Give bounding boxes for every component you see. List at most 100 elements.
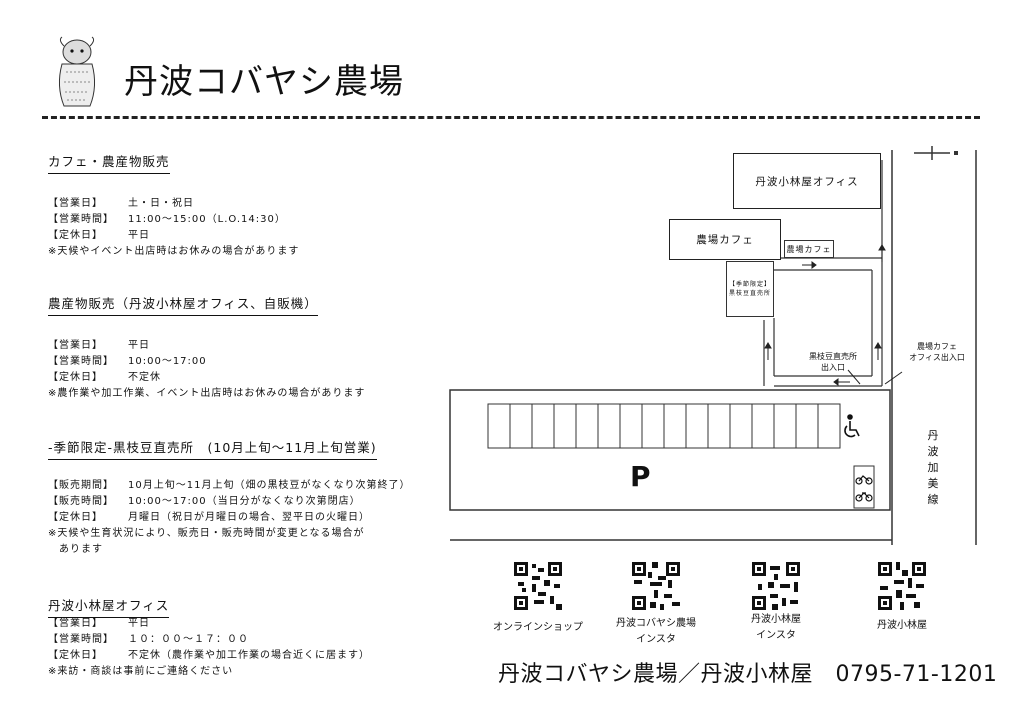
footer-contact: 丹波コバヤシ農場／丹波小林屋 0795-71-1201 xyxy=(498,662,998,687)
info-value: 11:00～15:00（L.O.14:30） xyxy=(128,214,286,225)
info-value: 10:00～17:00（当日分がなくなり次第閉店） xyxy=(128,496,361,507)
info-note: ※天候やイベント出店時はお休みの場合があります xyxy=(48,242,299,257)
info-value: 土・日・祝日 xyxy=(128,198,194,209)
info-value: 10:00～17:00 xyxy=(128,356,207,367)
dashed-divider xyxy=(42,116,980,119)
section-heading-office: 丹波小林屋オフィス xyxy=(48,595,170,618)
info-label: 【営業日】 xyxy=(48,340,103,351)
entrance-label-line2: 出入口 xyxy=(821,363,845,372)
info-value: 平日 xyxy=(128,340,150,351)
north-arrow-icon xyxy=(914,146,958,160)
edamame-label-line1: 【季節限定】 xyxy=(728,281,771,288)
wheelchair-icon xyxy=(844,414,860,438)
cafe-sign: 農場カフェ xyxy=(784,240,834,258)
info-value: ※農作業や加工作業、イベント出店時はお休みの場合があります xyxy=(48,388,366,399)
info-line: 【定休日】 平日 xyxy=(48,226,150,241)
heading-underline xyxy=(48,459,377,460)
heading-underline xyxy=(48,173,170,174)
cafe-label: 農場カフェ xyxy=(696,234,754,246)
info-value: ※天候やイベント出店時はお休みの場合があります xyxy=(48,246,300,257)
arrow-head xyxy=(833,378,839,386)
road-char: 美 xyxy=(927,477,939,490)
qr-caption: 丹波コバヤシ農場 インスタ xyxy=(606,616,706,648)
info-value: 10月上旬～11月上旬（畑の黒枝豆がなくなり次第終了） xyxy=(128,480,411,491)
cafe-entrance-line2: オフィス出入口 xyxy=(909,353,965,362)
bicycle-icon xyxy=(855,492,873,502)
info-line: 【定休日】 不定休（農作業や加工作業の場合近くに居ます） xyxy=(48,646,370,661)
section-heading-produce: 農産物販売（丹波小林屋オフィス、自販機） xyxy=(48,293,318,316)
qr-caption-line2: インスタ xyxy=(756,630,796,641)
pointer-line xyxy=(884,371,903,385)
heading-underline xyxy=(48,617,170,618)
road-char: 加 xyxy=(927,461,939,474)
info-label: 【営業時間】 xyxy=(48,214,114,225)
arrow-head xyxy=(878,244,886,251)
info-label: 【営業日】 xyxy=(48,198,103,209)
info-line: 【営業日】 土・日・祝日 xyxy=(48,194,194,209)
road-char: 丹 xyxy=(927,429,939,442)
qr-caption: 丹波小林屋 xyxy=(852,618,952,634)
qr-caption-line1: 丹波コバヤシ農場 xyxy=(616,618,696,629)
qr-code-icon xyxy=(632,562,680,610)
info-value: 平日 xyxy=(128,618,150,629)
section-heading-text: カフェ・農産物販売 xyxy=(48,154,170,169)
qr-kobayashiya[interactable] xyxy=(878,562,926,614)
info-line: 【営業日】 平日 xyxy=(48,614,150,629)
qr-kobayashiya-instagram[interactable] xyxy=(752,562,800,614)
edamame-entrance-label: 黒枝豆直売所 出入口 xyxy=(796,351,870,373)
info-label: 【営業時間】 xyxy=(48,356,114,367)
section-heading-edamame: -季節限定-黒枝豆直売所 (10月上旬～11月上旬営業) xyxy=(48,437,377,460)
cafe-entrance-label: 農場カフェ オフィス出入口 xyxy=(898,341,976,363)
info-label: 【定休日】 xyxy=(48,372,103,383)
info-value: 不定休（農作業や加工作業の場合近くに居ます） xyxy=(128,650,370,661)
logo-illustration xyxy=(52,36,102,110)
access-map xyxy=(449,146,977,545)
info-note: ※来訪・商談は事前にご連絡ください xyxy=(48,662,233,677)
info-line: 【営業時間】 １０：００～１７：００ xyxy=(48,630,249,645)
arrow-head xyxy=(874,342,882,349)
qr-caption: 丹波小林屋 インスタ xyxy=(726,612,826,644)
pointer-line xyxy=(847,369,861,385)
road-char: 波 xyxy=(927,445,939,458)
section-heading-text: -季節限定-黒枝豆直売所 (10月上旬～11月上旬営業) xyxy=(48,440,377,455)
arrow-head xyxy=(764,342,772,349)
qr-code-icon xyxy=(878,562,926,610)
info-label: 【販売期間】 xyxy=(48,480,114,491)
qr-code-icon xyxy=(752,562,800,610)
qr-online-shop[interactable] xyxy=(514,562,562,614)
qr-farm-instagram[interactable] xyxy=(632,562,680,614)
edamame-stand: 【季節限定】 黒枝豆直売所 xyxy=(726,261,774,317)
info-value: あります xyxy=(48,544,103,555)
info-label: 【定休日】 xyxy=(48,230,103,241)
parking-label: P xyxy=(630,460,651,493)
road-name: 丹 波 加 美 線 xyxy=(926,428,940,508)
info-note: ※天候や生育状況により、販売日・販売時間が変更となる場合が xyxy=(48,524,364,539)
info-note: ※農作業や加工作業、イベント出店時はお休みの場合があります xyxy=(48,384,365,399)
info-line: 【定休日】 不定休 xyxy=(48,368,161,383)
cafe-entrance-line1: 農場カフェ xyxy=(917,342,957,351)
info-label: 【販売時間】 xyxy=(48,496,114,507)
entrance-label-line1: 黒枝豆直売所 xyxy=(809,352,857,361)
info-line: 【営業時間】 10:00～17:00 xyxy=(48,352,207,367)
qr-caption-line1: 丹波小林屋 xyxy=(751,614,801,625)
info-label: 【営業時間】 xyxy=(48,634,114,645)
heading-underline xyxy=(48,315,318,316)
section-heading-cafe: カフェ・農産物販売 xyxy=(48,151,170,174)
info-value: ※天候や生育状況により、販売日・販売時間が変更となる場合が xyxy=(48,528,365,539)
parking-spaces xyxy=(487,403,875,509)
info-line: 【販売時間】 10:00～17:00（当日分がなくなり次第閉店） xyxy=(48,492,361,507)
info-value: 不定休 xyxy=(128,372,161,383)
cafe-building: 農場カフェ xyxy=(669,219,781,260)
office-building: 丹波小林屋オフィス xyxy=(733,153,881,209)
qr-caption-line2: インスタ xyxy=(636,634,676,645)
section-heading-text: 農産物販売（丹波小林屋オフィス、自販機） xyxy=(48,296,318,311)
parking-lot xyxy=(449,389,891,511)
info-label: 【定休日】 xyxy=(48,650,103,661)
section-heading-text: 丹波小林屋オフィス xyxy=(48,598,170,613)
qr-caption: オンラインショップ xyxy=(488,620,588,636)
cafe-sign-label: 農場カフェ xyxy=(786,244,832,254)
info-note: あります xyxy=(48,540,103,555)
info-label: 【営業日】 xyxy=(48,618,103,629)
info-value: １０：００～１７：００ xyxy=(128,634,249,645)
info-value: 平日 xyxy=(128,230,150,241)
